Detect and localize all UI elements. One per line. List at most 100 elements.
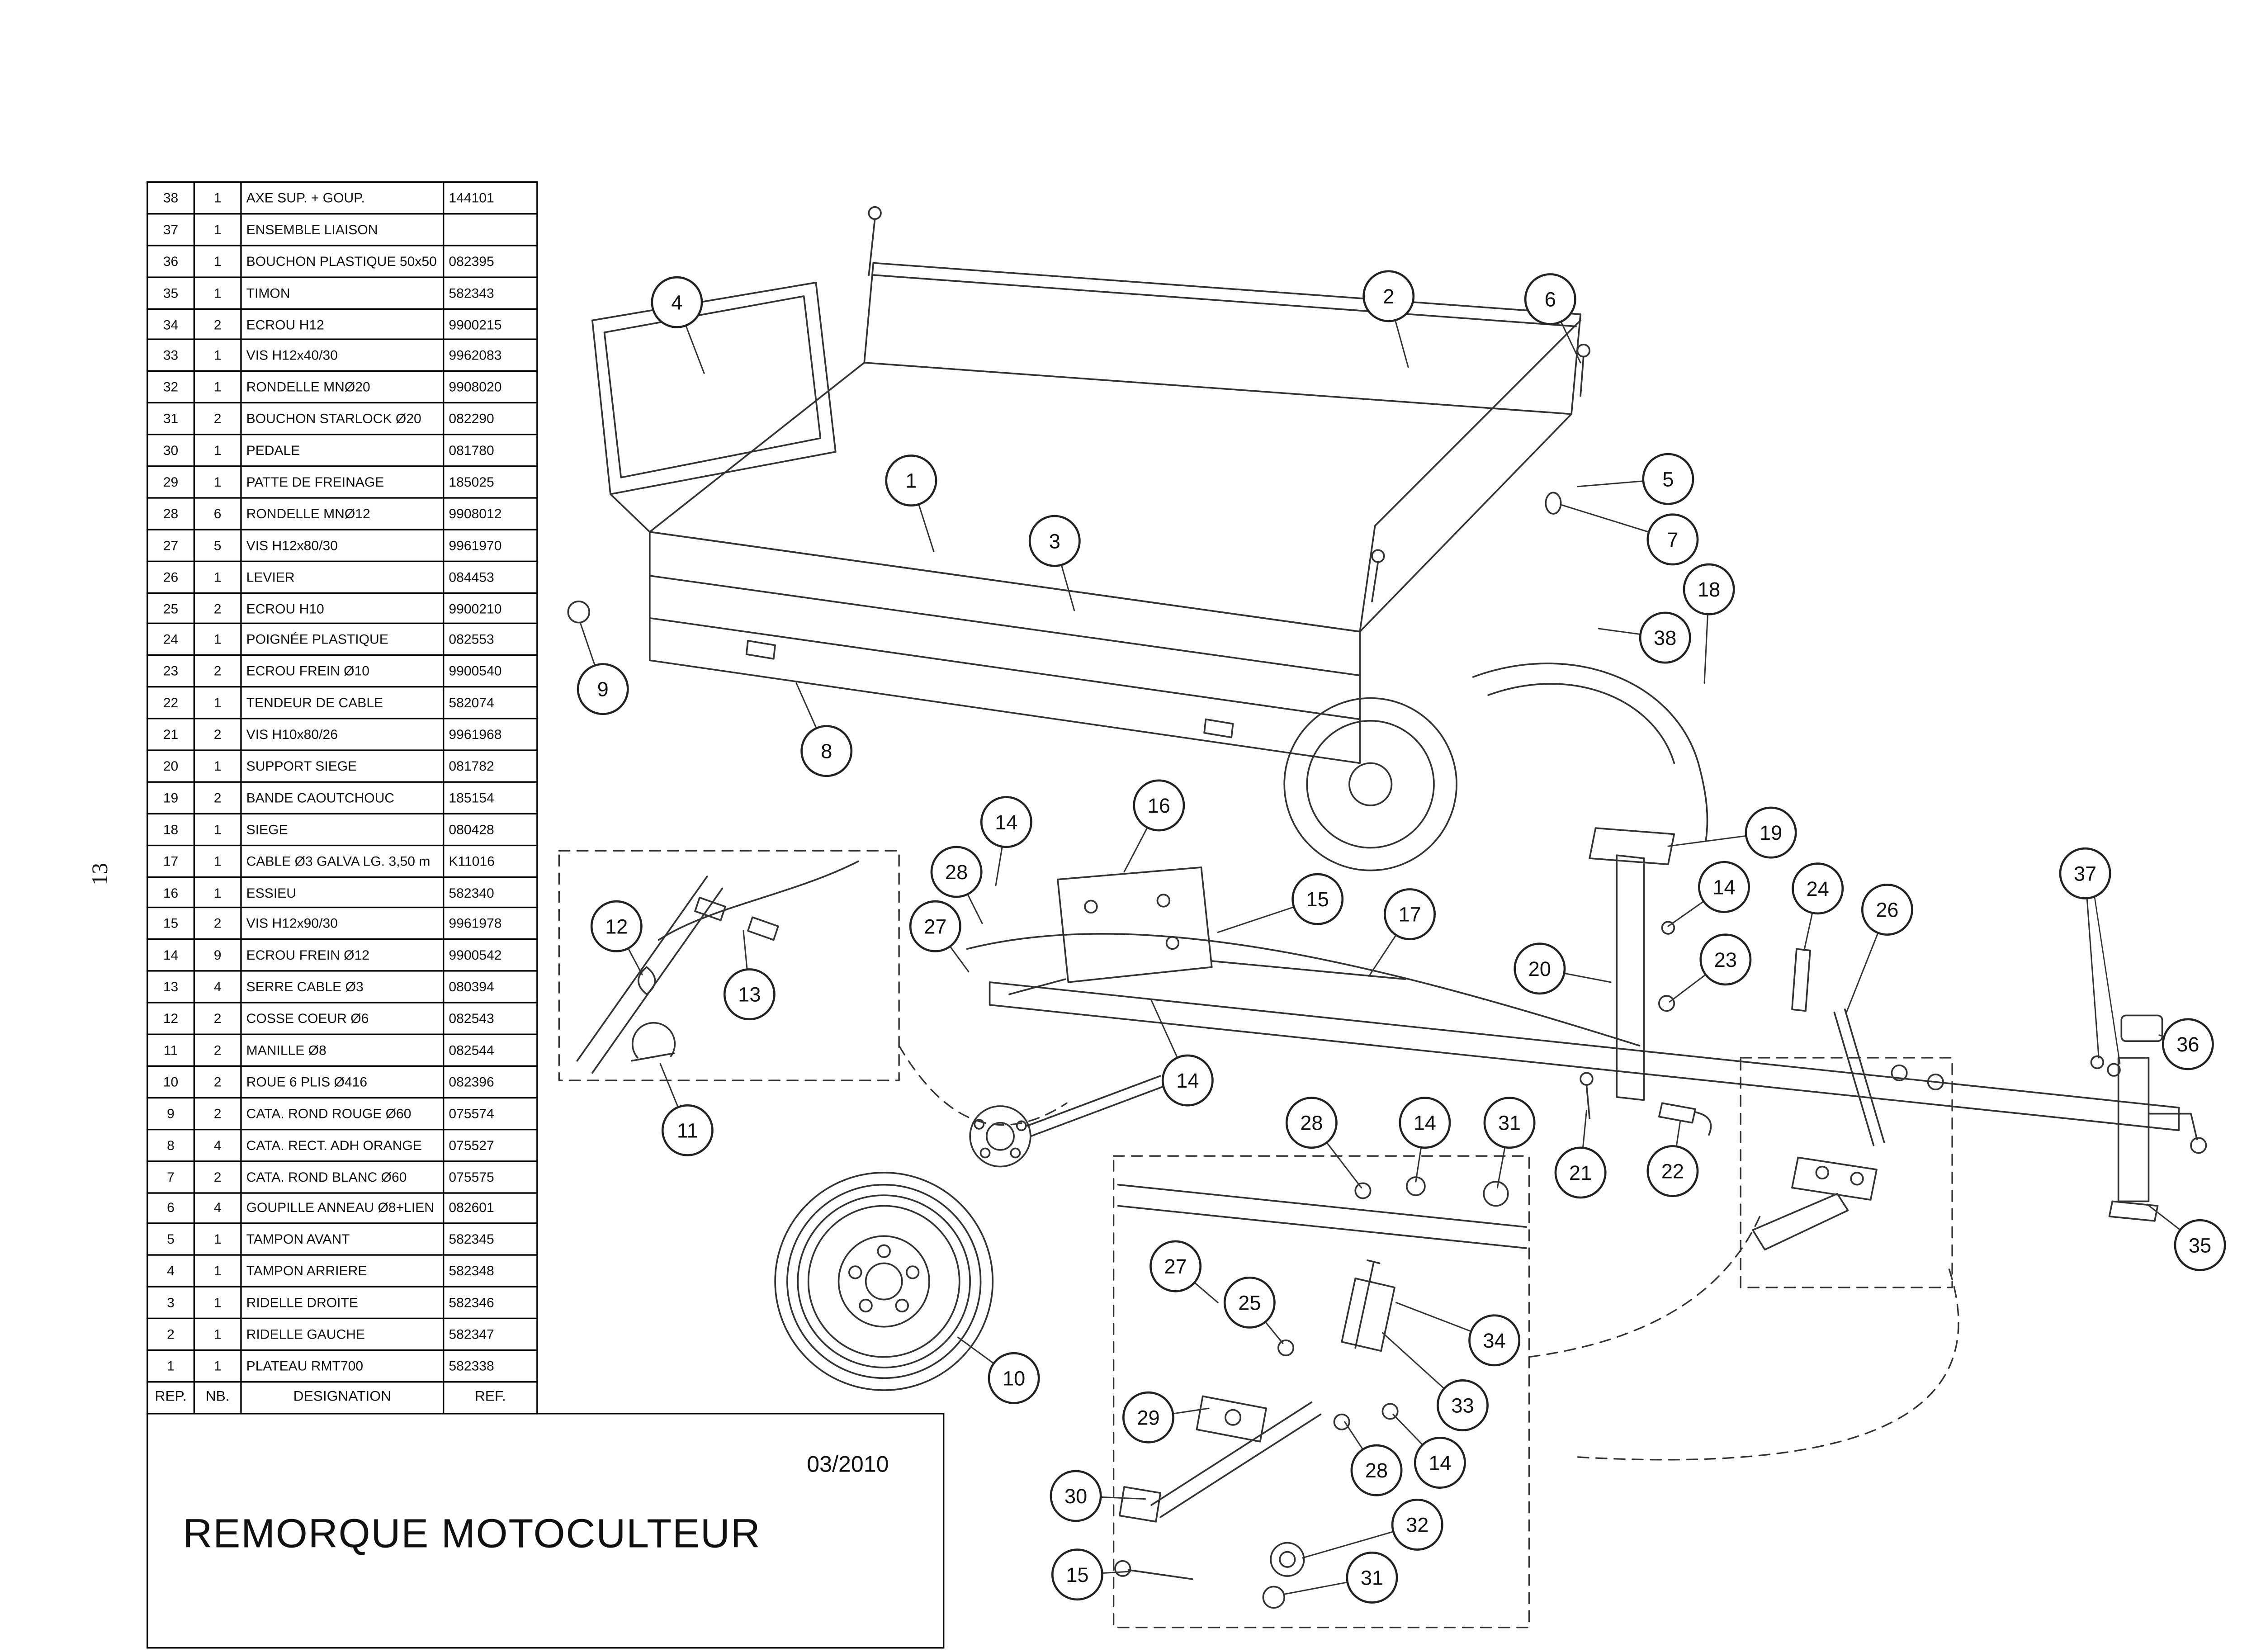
cell-rep: 26 <box>147 560 195 593</box>
cell-nb: 2 <box>193 655 242 688</box>
cell-nb: 2 <box>193 592 242 625</box>
cell-designation: PEDALE <box>240 434 445 467</box>
svg-text:33: 33 <box>1451 1394 1474 1417</box>
callout-balloon: 28 <box>1350 1444 1403 1496</box>
header-designation: DESIGNATION <box>240 1381 445 1414</box>
callout-balloon: 29 <box>1122 1391 1174 1444</box>
cell-nb: 4 <box>193 1128 242 1162</box>
cell-ref: 9908012 <box>443 497 538 530</box>
cell-ref: 075574 <box>443 1097 538 1130</box>
cell-ref: 582343 <box>443 276 538 309</box>
callout-balloon: 8 <box>800 725 853 777</box>
cell-designation: SUPPORT SIEGE <box>240 749 445 783</box>
cell-designation: TIMON <box>240 276 445 309</box>
svg-text:28: 28 <box>1300 1112 1323 1135</box>
cell-ref: 081780 <box>443 434 538 467</box>
cell-ref: 080394 <box>443 970 538 1004</box>
callout-balloon: 2 <box>1362 270 1415 322</box>
callout-balloon: 27 <box>909 900 961 952</box>
callout-balloon: 23 <box>1699 933 1752 986</box>
svg-text:29: 29 <box>1137 1406 1159 1429</box>
callout-balloon: 37 <box>2059 847 2111 899</box>
cell-designation: ECROU H10 <box>240 592 445 625</box>
callout-balloon: 14 <box>980 796 1032 848</box>
cell-nb: 2 <box>193 907 242 941</box>
cell-nb: 1 <box>193 560 242 593</box>
svg-text:1: 1 <box>905 469 917 492</box>
cell-ref: K11016 <box>443 844 538 877</box>
cell-nb: 1 <box>193 181 242 215</box>
cell-nb: 1 <box>193 1223 242 1256</box>
brake-detail-inset <box>1112 1155 1530 1628</box>
cell-rep: 29 <box>147 465 195 499</box>
cell-designation: ECROU FREIN Ø10 <box>240 655 445 688</box>
cell-designation: LEVIER <box>240 560 445 593</box>
cell-ref: 9900542 <box>443 939 538 972</box>
cell-designation: ECROU FREIN Ø12 <box>240 939 445 972</box>
cell-ref: 084453 <box>443 560 538 593</box>
svg-text:15: 15 <box>1066 1563 1088 1586</box>
cell-nb: 2 <box>193 402 242 435</box>
cell-rep: 23 <box>147 655 195 688</box>
svg-text:28: 28 <box>1365 1459 1388 1482</box>
svg-text:9: 9 <box>597 678 609 701</box>
svg-text:15: 15 <box>1306 888 1329 911</box>
svg-text:14: 14 <box>1712 876 1735 899</box>
cell-nb: 4 <box>193 970 242 1004</box>
cell-rep: 21 <box>147 718 195 751</box>
callout-balloon: 21 <box>1554 1146 1607 1199</box>
callout-balloon: 36 <box>2162 1018 2214 1070</box>
cell-ref: 9961978 <box>443 907 538 941</box>
cell-rep: 13 <box>147 970 195 1004</box>
callout-balloon: 15 <box>1051 1548 1103 1601</box>
cell-ref: 9900215 <box>443 308 538 341</box>
svg-text:20: 20 <box>1528 957 1551 980</box>
callout-balloon: 26 <box>1861 884 1913 936</box>
title-block: 03/2010 REMORQUE MOTOCULTEUR <box>147 1413 945 1649</box>
callout-balloon: 38 <box>1639 611 1691 664</box>
cell-designation: BOUCHON PLASTIQUE 50x50 <box>240 244 445 278</box>
svg-text:2: 2 <box>1383 285 1394 308</box>
callout-balloon: 32 <box>1391 1499 1443 1551</box>
callout-balloon: 9 <box>577 663 629 715</box>
svg-text:26: 26 <box>1876 899 1898 922</box>
cell-designation: ESSIEU <box>240 876 445 909</box>
cell-rep: 18 <box>147 813 195 846</box>
cell-nb: 1 <box>193 813 242 846</box>
svg-text:13: 13 <box>738 983 761 1006</box>
svg-text:37: 37 <box>2074 862 2096 885</box>
cell-ref: 582348 <box>443 1254 538 1288</box>
cell-rep: 28 <box>147 497 195 530</box>
cell-designation: TAMPON ARRIERE <box>240 1254 445 1288</box>
cell-ref: 144101 <box>443 181 538 215</box>
cell-nb: 2 <box>193 718 242 751</box>
cell-nb: 2 <box>193 1065 242 1098</box>
svg-text:31: 31 <box>1498 1112 1521 1135</box>
trailer-body <box>567 206 1590 764</box>
cell-ref: 082544 <box>443 1033 538 1067</box>
cell-rep: 8 <box>147 1128 195 1162</box>
cell-designation: GOUPILLE ANNEAU Ø8+LIEN <box>240 1191 445 1225</box>
svg-text:10: 10 <box>1003 1367 1025 1390</box>
cell-nb: 1 <box>193 370 242 404</box>
cell-designation: RONDELLE MNØ20 <box>240 370 445 404</box>
cell-rep: 30 <box>147 434 195 467</box>
cell-designation: VIS H12x80/30 <box>240 528 445 562</box>
cell-nb: 2 <box>193 1097 242 1130</box>
cell-nb: 2 <box>193 781 242 814</box>
